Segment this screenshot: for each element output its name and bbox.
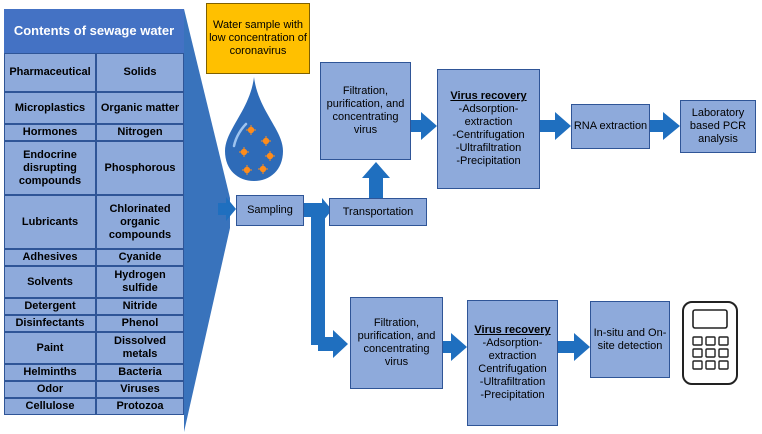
insitu-detection-box: In-situ and On-site detection [590, 301, 670, 378]
water-sample-note: Water sample with low concentration of c… [206, 3, 310, 74]
table-cell-right: Nitride [96, 298, 184, 315]
arrow-sampling-to-transportation [304, 198, 332, 222]
table-cell-left: Paint [4, 332, 96, 364]
droplet-highlight [232, 122, 248, 148]
table-cell-right: Phenol [96, 315, 184, 332]
bottom-recovery-item-4: -Precipitation [480, 389, 545, 401]
arrow-top-recovery-to-rna [540, 112, 571, 140]
top-filtration-label: Filtration, purification, and concentrat… [326, 85, 405, 136]
table-cell-right: Protozoa [96, 398, 184, 415]
table-cell-left: Disinfectants [4, 315, 96, 332]
table-cell-left: Hormones [4, 124, 96, 141]
sampling-label: Sampling [247, 204, 293, 216]
top-recovery-item-4: -Precipitation [456, 155, 521, 167]
sewage-table-title: Contents of sewage water [4, 9, 184, 53]
bottom-recovery-item-3: -Ultrafiltration [479, 376, 546, 388]
table-cell-right: Organic matter [96, 92, 184, 124]
table-cell-right: Bacteria [96, 364, 184, 381]
bottom-filtration-label: Filtration, purification, and concentrat… [357, 317, 436, 368]
table-cell-left: Endocrine disrupting compounds [4, 141, 96, 195]
funnel-shape [184, 9, 230, 432]
branch-down-connector [311, 217, 325, 345]
table-cell-right: Nitrogen [96, 124, 184, 141]
transportation-box: Transportation [329, 198, 427, 226]
flow-arrows [218, 112, 680, 361]
rna-extraction-box: RNA extraction [571, 104, 650, 149]
table-cell-left: Solvents [4, 266, 96, 298]
top-filtration-box: Filtration, purification, and concentrat… [320, 62, 411, 160]
bottom-recovery-item-1: -Adsorption-extraction [482, 337, 543, 362]
table-cell-right: Solids [96, 53, 184, 92]
bottom-virus-recovery-title: Virus recovery [474, 324, 551, 336]
arrow-bottom-filtration-to-recovery [443, 333, 467, 361]
arrow-transport-up [362, 162, 390, 198]
arrow-funnel-to-sampling [218, 197, 236, 221]
lab-pcr-label: Laboratory based PCR analysis [689, 107, 747, 145]
table-cell-right: Viruses [96, 381, 184, 398]
arrow-top-filtration-to-recovery [411, 112, 437, 140]
table-cell-right: Phosphorous [96, 141, 184, 195]
top-recovery-item-2: -Centrifugation [452, 129, 525, 141]
table-cell-right: Cyanide [96, 249, 184, 266]
bottom-filtration-box: Filtration, purification, and concentrat… [350, 297, 443, 389]
table-cell-left: Detergent [4, 298, 96, 315]
table-cell-right: Chlorinated organic compounds [96, 195, 184, 249]
bottom-virus-recovery-box: Virus recovery -Adsorption-extraction Ce… [467, 300, 558, 426]
handheld-device-icon [682, 301, 738, 385]
table-cell-left: Odor [4, 381, 96, 398]
arrow-bottom-recovery-to-insitu [558, 333, 590, 361]
insitu-detection-label: In-situ and On-site detection [593, 326, 667, 352]
arrow-branch-to-bottom-filtration [318, 330, 348, 358]
table-cell-left: Helminths [4, 364, 96, 381]
top-virus-recovery-box: Virus recovery -Adsorption-extraction -C… [437, 69, 540, 189]
top-recovery-item-1: -Adsorption-extraction [458, 103, 519, 128]
virus-spikes [239, 125, 275, 175]
top-recovery-item-3: -Ultrafiltration [455, 142, 522, 154]
bottom-recovery-item-2: Centrifugation [478, 363, 547, 375]
sampling-box: Sampling [236, 195, 304, 226]
lab-pcr-box: Laboratory based PCR analysis [680, 100, 756, 153]
table-cell-right: Hydrogen sulfide [96, 266, 184, 298]
table-cell-left: Lubricants [4, 195, 96, 249]
table-cell-left: Cellulose [4, 398, 96, 415]
table-cell-left: Microplastics [4, 92, 96, 124]
table-cell-left: Pharmaceutical [4, 53, 96, 92]
table-cell-right: Dissolved metals [96, 332, 184, 364]
table-cell-left: Adhesives [4, 249, 96, 266]
top-virus-recovery-title: Virus recovery [450, 90, 527, 102]
rna-extraction-label: RNA extraction [573, 120, 648, 132]
arrow-rna-to-lab [650, 112, 680, 140]
transportation-label: Transportation [342, 205, 414, 218]
